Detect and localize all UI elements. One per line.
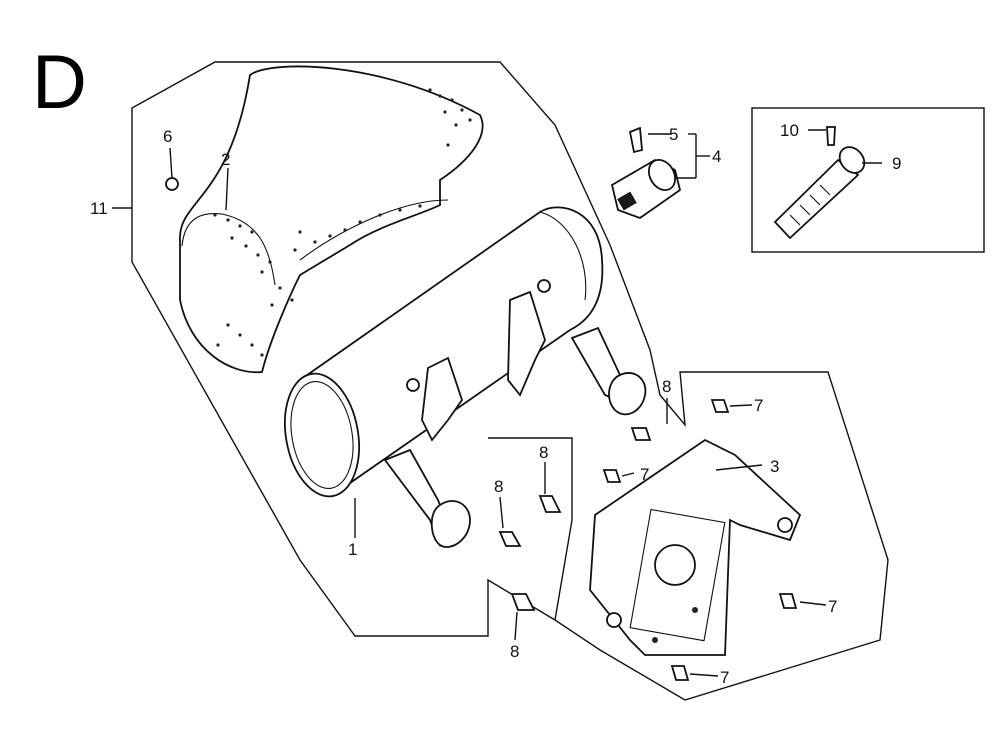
bolt-8-left (498, 531, 522, 547)
muffler-body (284, 206, 647, 548)
muffler-stay (589, 438, 802, 656)
callout-2: 2 (221, 150, 230, 169)
callout-7-a: 7 (754, 396, 763, 415)
bolt-8-bottom (510, 593, 536, 611)
spark-arrester (773, 126, 866, 240)
callout-8-bottom: 8 (510, 642, 519, 661)
bolt-7-d (670, 665, 690, 681)
bolt-group-outline (488, 437, 573, 621)
bolt-7-b (602, 469, 622, 483)
muffler-protector (179, 65, 484, 374)
bolt-8-top (630, 427, 652, 441)
callout-8-top: 8 (662, 377, 671, 396)
callout-11: 11 (90, 199, 108, 218)
spark-arrester-adaptor (610, 126, 682, 220)
bolt-8-mid (538, 495, 562, 513)
callout-7-c: 7 (828, 597, 837, 616)
spark-arrester-inset-box (751, 107, 985, 253)
callout-4: 4 (712, 147, 721, 166)
bolt-7-a (710, 399, 730, 413)
bolt-7-c (778, 593, 798, 609)
callout-8-mid: 8 (539, 443, 548, 462)
callout-7-d: 7 (720, 668, 729, 687)
callout-labels: 1 2 3 4 5 6 7 7 7 7 8 8 8 8 9 10 11 (90, 121, 901, 687)
flange-nut-6 (165, 177, 179, 191)
callout-1: 1 (348, 540, 357, 559)
callout-6: 6 (163, 127, 172, 146)
assembly-outline (131, 61, 889, 701)
callout-10: 10 (780, 121, 799, 140)
callout-5: 5 (669, 125, 678, 144)
leader-lines (112, 129, 882, 677)
callout-8-left: 8 (494, 477, 503, 496)
callout-9: 9 (892, 154, 901, 173)
callout-3: 3 (770, 457, 779, 476)
callout-7-b: 7 (640, 465, 649, 484)
section-letter: D (32, 40, 87, 125)
